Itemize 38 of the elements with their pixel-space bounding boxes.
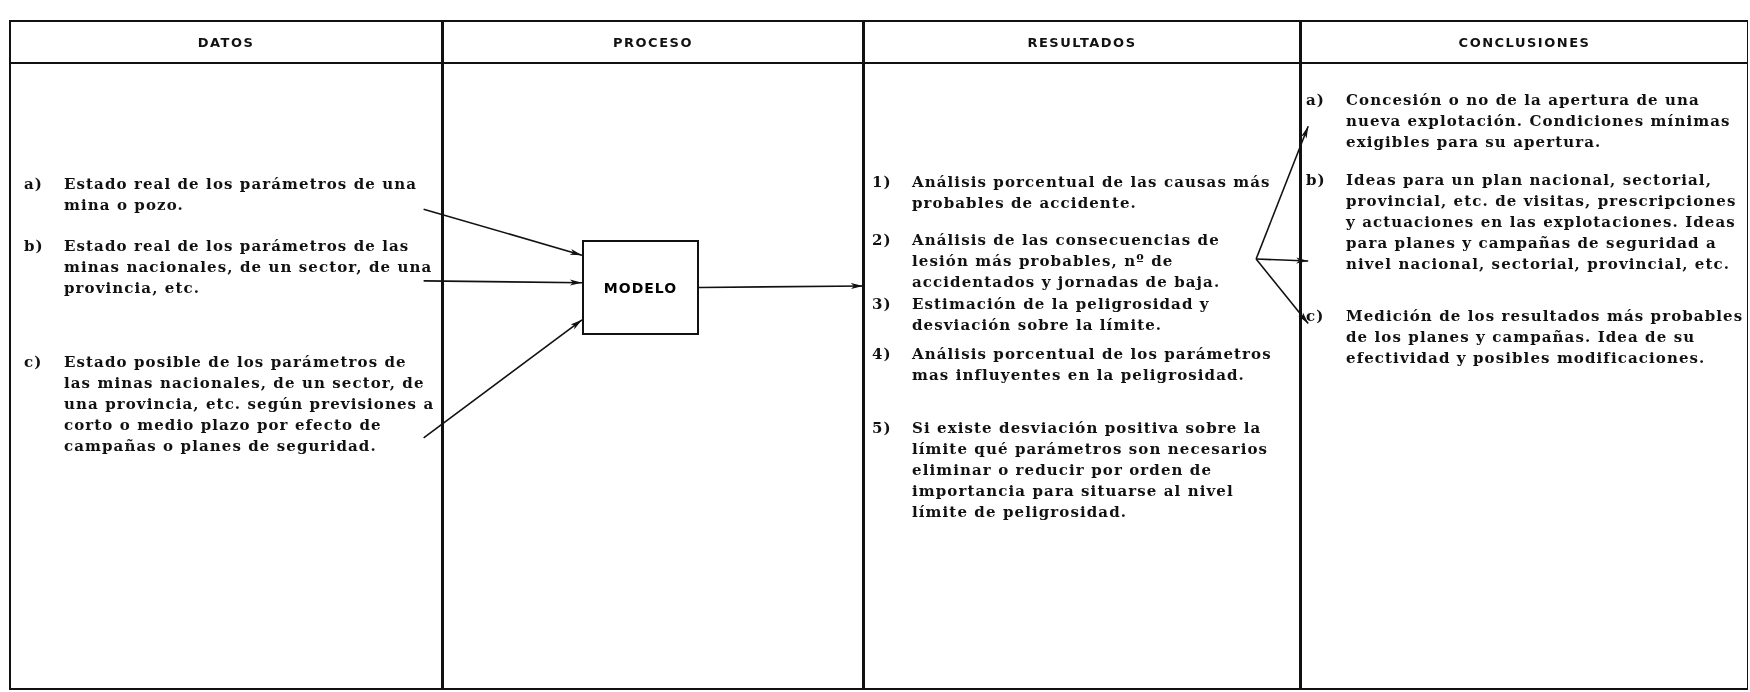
table-column: [9, 20, 442, 690]
item-marker: 1): [872, 172, 892, 193]
column-header: DATOS: [11, 22, 441, 64]
table-column: [863, 20, 1300, 690]
item-text: Estado real de los parámetros de una mina o pozo.: [64, 174, 419, 216]
arrow: [422, 279, 583, 286]
table-column: [1300, 20, 1748, 690]
item-text: Análisis porcentual de los parámetros mas influyentes en la peligrosidad.: [912, 344, 1273, 386]
table-column: [442, 20, 863, 690]
item-marker: b): [1306, 170, 1326, 191]
item-marker: a): [24, 174, 44, 195]
arrow: [1255, 125, 1309, 260]
arrow: [422, 208, 583, 256]
item-marker: 3): [872, 294, 892, 315]
item-marker: 2): [872, 230, 892, 251]
column-header: PROCESO: [444, 22, 862, 64]
item-text: Análisis de las consecuencias de lesión más probables, nº de accidentados y jornadas de baja.: [912, 230, 1222, 293]
item-text: Análisis porcentual de las causas más probables de accidente.: [912, 172, 1272, 214]
item-text: Medición de los resultados más probables de los planes y campañas. Idea de su efectividad y posibles modificaciones.: [1346, 306, 1745, 369]
item-text: Estimación de la peligrosidad y desviación sobre la límite.: [912, 294, 1211, 336]
item-marker: c): [24, 352, 43, 373]
arrow: [1255, 258, 1309, 325]
item-marker: 5): [872, 418, 892, 439]
process-box: MODELO: [582, 240, 699, 335]
item-marker: a): [1306, 90, 1326, 111]
arrow: [698, 283, 864, 290]
item-text: Si existe desviación positiva sobre la límite qué parámetros son necesarios eliminar o reducir por orden de importancia para situarse al nivel límite de peligrosidad.: [912, 418, 1270, 523]
arrow: [422, 319, 583, 439]
item-text: Ideas para un plan nacional, sectorial, provincial, etc. de visitas, prescripciones y actuaciones en las explotaciones. Ideas para planes y campañas de seguridad a nivel nacional, sectorial, provincial, etc.: [1346, 170, 1738, 275]
item-marker: c): [1306, 306, 1325, 327]
item-text: Concesión o no de la apertura de una nueva explotación. Condiciones mínimas exigibles para su apertura.: [1346, 90, 1732, 153]
column-header: CONCLUSIONES: [1302, 22, 1747, 64]
item-marker: b): [24, 236, 44, 257]
item-marker: 4): [872, 344, 892, 365]
item-text: Estado posible de los parámetros de las minas nacionales, de un sector, de una provincia, etc. según previsiones a corto o medio plazo por efecto de campañas o planes de seguridad.: [64, 352, 436, 457]
item-text: Estado real de los parámetros de las minas nacionales, de un sector, de una provincia, etc.: [64, 236, 434, 299]
column-header: RESULTADOS: [865, 22, 1299, 64]
arrow: [1255, 257, 1309, 264]
